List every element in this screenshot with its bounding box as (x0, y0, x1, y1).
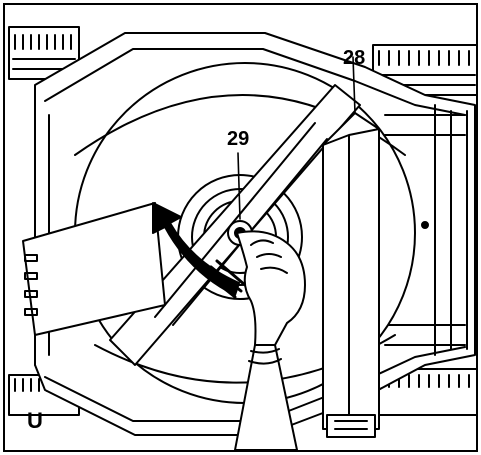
blade-holder (322, 112, 380, 430)
sleeve (234, 344, 298, 450)
step-label: U (27, 408, 43, 433)
callout-blade-bolt: 29 (227, 128, 250, 150)
vent-slots (24, 254, 38, 316)
mower-underside-drawing (8, 26, 476, 450)
figure-frame: 28 29 U (3, 3, 478, 452)
callout-blade-holder: 28 (343, 47, 366, 69)
wheel-top-left (8, 26, 80, 80)
